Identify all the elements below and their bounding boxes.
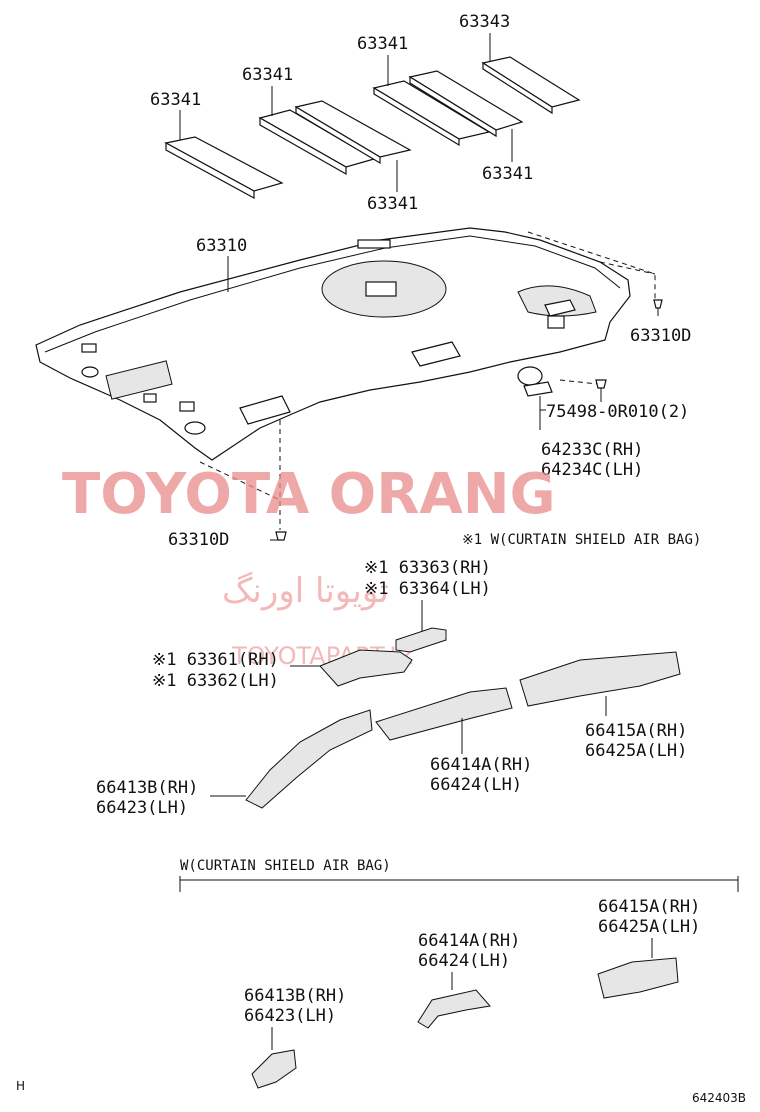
section-title: W(CURTAIN SHIELD AIR BAG) [180,858,391,874]
label-pad-c: 63341 [367,194,418,214]
pad-63341-a [164,136,284,192]
label-pad-d: 63341 [357,34,408,54]
part-ab-66415a [597,957,679,999]
part-63363 [395,627,447,653]
label-63362: ※1 63362(LH) [152,671,279,691]
assist-grip-mount-front [239,395,291,425]
label-ab-66414a-rh: 66414A(RH) [418,931,520,951]
visor-hole-1 [184,421,206,435]
label-pad-e: 63341 [482,164,533,184]
pad-63341-c-edge [295,105,381,165]
visor-hole-2 [81,366,99,378]
rear-lamp-recess [517,285,597,317]
label-ab-66423-lh: 66423(LH) [244,1006,336,1026]
map-lamp-opening [81,343,97,353]
label-ab-66415a-rh: 66415A(RH) [598,897,700,917]
label-ab-66413b-rh: 66413B(RH) [244,986,346,1006]
watermark-persian: تویوتا اورنگ [222,571,389,611]
label-pad-a: 63341 [150,90,201,110]
clip-slot-3 [547,315,565,329]
label-clip-75498: 75498-0R010(2) [546,402,689,422]
label-66415a-rh: 66415A(RH) [585,721,687,741]
guide-lines [199,231,656,530]
clip-63310d-left [270,531,287,541]
label-clip-right: 63310D [630,326,691,346]
insulator-pads [164,56,581,200]
label-66424-lh: 66424(LH) [430,775,522,795]
headliner-panel [35,227,631,461]
clip-slot-1 [179,401,195,412]
label-66414a-rh: 66414A(RH) [430,755,532,775]
rear-lamp-opening [544,299,576,317]
label-66423-lh: 66423(LH) [96,798,188,818]
headliner-assembly [35,227,631,461]
label-63364: ※1 63364(LH) [364,579,491,599]
rear-tab [357,239,391,249]
clip-slot-2 [143,393,157,403]
label-63363: ※1 63363(RH) [364,558,491,578]
curtain-note: ※1 W(CURTAIN SHIELD AIR BAG) [462,532,701,548]
clip-63310d-right [653,299,663,316]
part-ab-66414a [417,989,491,1029]
pad-63341-b-edge [259,116,347,176]
pad-63341-d-edge [373,86,460,147]
part-66414a [375,687,513,741]
assist-grip-mount-rear [411,341,461,367]
label-ab-66425a-lh: 66425A(LH) [598,917,700,937]
pad-63341-a-edge [165,141,255,200]
label-pad-b: 63341 [242,65,293,85]
label-66413b-rh: 66413B(RH) [96,778,198,798]
diagram-id: 642403B [692,1091,746,1105]
label-visor-rh: 64233C(RH) [541,440,643,460]
dome-lamp-opening [365,281,397,297]
label-visor-lh: 64234C(LH) [541,460,643,480]
label-headliner: 63310 [196,236,247,256]
part-ab-66413b [251,1049,297,1089]
label-63361: ※1 63361(RH) [152,650,279,670]
part-63361 [319,649,413,687]
part-66415a [519,651,681,707]
part-66413b [245,709,373,809]
clip-75498 [595,379,607,389]
corner-code: H [16,1079,25,1093]
label-pad-f: 63343 [459,12,510,32]
pad-63341-e-edge [409,75,497,138]
pad-leaders [179,33,513,192]
label-66425a-lh: 66425A(LH) [585,741,687,761]
front-console-opening [105,360,173,400]
label-clip-left: 63310D [168,530,229,550]
section-bracket [179,876,739,892]
visor-holder [517,366,607,430]
pad-63343-edge [482,61,553,115]
watermark-brand: TOYOTA ORANG [62,462,556,527]
label-ab-66424-lh: 66424(LH) [418,951,510,971]
